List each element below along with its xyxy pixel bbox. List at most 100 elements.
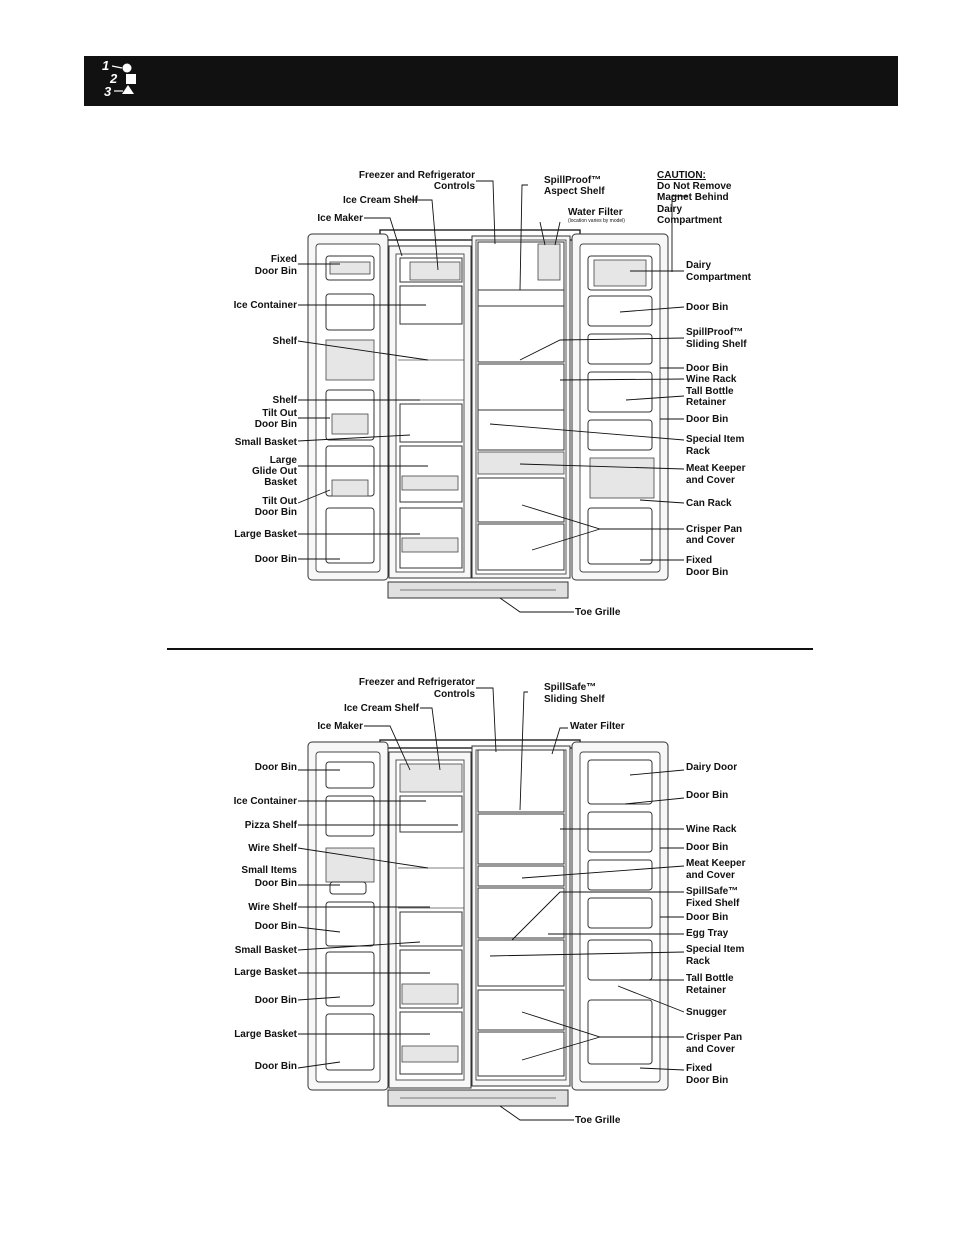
label-tall-bottle-b-2: Retainer bbox=[686, 985, 726, 996]
svg-text:1: 1 bbox=[102, 58, 109, 73]
label-can-rack: Can Rack bbox=[686, 498, 732, 509]
label-small-basket-b: Small Basket bbox=[235, 945, 298, 956]
label-tilt-out-2: Tilt Out bbox=[262, 496, 297, 507]
label-wire-shelf-1: Wire Shelf bbox=[248, 843, 297, 854]
label-large-glide-3: Basket bbox=[264, 477, 297, 488]
label-door-bin-2: Door Bin bbox=[255, 921, 297, 932]
label-door-bin-r3b: Door Bin bbox=[686, 912, 728, 923]
label-tall-bottle: Tall Bottle bbox=[686, 386, 734, 397]
label-spillproof-aspect: SpillProof™ bbox=[544, 175, 601, 186]
label-door-bin-r2b: Door Bin bbox=[686, 842, 728, 853]
label-ice-cream-shelf-b: Ice Cream Shelf bbox=[344, 703, 420, 714]
label-door-bin-4: Door Bin bbox=[255, 1061, 297, 1072]
label-door-bin-r1b: Door Bin bbox=[686, 790, 728, 801]
label-caution: CAUTION: bbox=[657, 170, 706, 181]
label-large-basket-1: Large Basket bbox=[234, 967, 297, 978]
label-spillproof-aspect-2: Aspect Shelf bbox=[544, 186, 605, 197]
label-spillproof-sliding-2: Sliding Shelf bbox=[686, 339, 747, 350]
label-dairy-compartment: Dairy bbox=[686, 260, 711, 271]
label-door-bin-3: Door Bin bbox=[255, 995, 297, 1006]
label-spillsafe-fixed: SpillSafe™ bbox=[686, 886, 738, 897]
label-tilt-out-1b: Door Bin bbox=[255, 419, 297, 430]
label-crisper-2: and Cover bbox=[686, 535, 735, 546]
label-ice-container-b: Ice Container bbox=[234, 796, 297, 807]
label-tall-bottle-b: Tall Bottle bbox=[686, 973, 734, 984]
label-meat-keeper: Meat Keeper bbox=[686, 463, 746, 474]
label-shelf-2: Shelf bbox=[273, 395, 298, 406]
label-large-basket-2: Large Basket bbox=[234, 1029, 297, 1040]
label-tilt-out-1: Tilt Out bbox=[262, 408, 297, 419]
label-caution-2: Do Not Remove bbox=[657, 181, 732, 192]
label-ice-maker-b: Ice Maker bbox=[317, 721, 363, 732]
label-small-basket: Small Basket bbox=[235, 437, 298, 448]
fridge-drawing-2 bbox=[307, 739, 669, 1107]
label-fixed-door-bin-2: Door Bin bbox=[255, 266, 297, 277]
label-meat-keeper-2: and Cover bbox=[686, 475, 735, 486]
leader-lines-1 bbox=[297, 180, 688, 613]
label-water-filter-b: Water Filter bbox=[570, 721, 625, 732]
label-fixed-door-bin: Fixed bbox=[271, 254, 297, 265]
label-special-item-b: Special Item bbox=[686, 944, 744, 955]
refrigerator-diagram-2: Freezer and Refrigerator Controls SpillS… bbox=[234, 677, 746, 1126]
label-meat-keeper-b-2: and Cover bbox=[686, 870, 735, 881]
label-meat-keeper-b: Meat Keeper bbox=[686, 858, 746, 869]
label-wire-shelf-2: Wire Shelf bbox=[248, 902, 297, 913]
label-door-bin-r3: Door Bin bbox=[686, 414, 728, 425]
label-crisper-b: Crisper Pan bbox=[686, 1032, 742, 1043]
label-toe-grille-b: Toe Grille bbox=[575, 1115, 621, 1126]
label-fixed-door-bin-r-2: Door Bin bbox=[686, 567, 728, 578]
label-dairy-compartment-2: Compartment bbox=[686, 272, 752, 283]
label-large-glide-2: Glide Out bbox=[252, 466, 298, 477]
steps-logo-icon: 1 2 3 bbox=[102, 58, 136, 99]
label-spillproof-sliding: SpillProof™ bbox=[686, 327, 743, 338]
leader-lines-2 bbox=[297, 687, 685, 1121]
label-egg-tray: Egg Tray bbox=[686, 928, 729, 939]
label-controls-b-2: Controls bbox=[434, 689, 476, 700]
svg-text:2: 2 bbox=[109, 71, 118, 86]
label-large-glide: Large bbox=[270, 455, 298, 466]
labels-1: Freezer and Refrigerator Controls SpillP… bbox=[234, 170, 752, 618]
label-door-bin-1: Door Bin bbox=[255, 762, 297, 773]
label-small-items: Small Items bbox=[241, 865, 297, 876]
label-ice-cream-shelf: Ice Cream Shelf bbox=[343, 195, 419, 206]
label-tilt-out-2b: Door Bin bbox=[255, 507, 297, 518]
section-header-bar: 1 2 3 bbox=[84, 56, 898, 106]
label-crisper: Crisper Pan bbox=[686, 524, 742, 535]
label-pizza-shelf: Pizza Shelf bbox=[245, 820, 298, 831]
label-special-item: Special Item bbox=[686, 434, 744, 445]
label-wine-rack: Wine Rack bbox=[686, 374, 737, 385]
label-controls-2: Controls bbox=[434, 181, 476, 192]
label-caution-5: Compartment bbox=[657, 215, 723, 226]
label-controls-b: Freezer and Refrigerator bbox=[359, 677, 475, 688]
refrigerator-diagram-1: Freezer and Refrigerator Controls SpillP… bbox=[234, 170, 752, 618]
label-wine-rack-b: Wine Rack bbox=[686, 824, 737, 835]
label-special-item-2: Rack bbox=[686, 446, 710, 457]
label-small-items-2: Door Bin bbox=[255, 878, 297, 889]
label-controls: Freezer and Refrigerator bbox=[359, 170, 475, 181]
label-fixed-door-bin-b-2: Door Bin bbox=[686, 1075, 728, 1086]
section-divider bbox=[167, 648, 813, 650]
label-fixed-door-bin-r: Fixed bbox=[686, 555, 712, 566]
label-door-bin-r1: Door Bin bbox=[686, 302, 728, 313]
label-shelf-1: Shelf bbox=[273, 336, 298, 347]
label-water-filter-note: (location varies by model) bbox=[568, 218, 625, 224]
label-toe-grille: Toe Grille bbox=[575, 607, 621, 618]
label-tall-bottle-2: Retainer bbox=[686, 397, 726, 408]
label-large-basket: Large Basket bbox=[234, 529, 297, 540]
label-dairy-door: Dairy Door bbox=[686, 762, 737, 773]
label-ice-container: Ice Container bbox=[234, 300, 297, 311]
label-door-bin-left: Door Bin bbox=[255, 554, 297, 565]
label-crisper-b-2: and Cover bbox=[686, 1044, 735, 1055]
label-spillsafe-fixed-2: Fixed Shelf bbox=[686, 898, 740, 909]
labels-2: Freezer and Refrigerator Controls SpillS… bbox=[234, 677, 746, 1126]
label-door-bin-r2: Door Bin bbox=[686, 363, 728, 374]
fridge-drawing-1 bbox=[307, 229, 669, 599]
svg-text:3: 3 bbox=[104, 84, 112, 99]
label-spillsafe-sliding-2: Sliding Shelf bbox=[544, 694, 605, 705]
label-snugger: Snugger bbox=[686, 1007, 727, 1018]
label-spillsafe-sliding: SpillSafe™ bbox=[544, 682, 596, 693]
label-fixed-door-bin-b: Fixed bbox=[686, 1063, 712, 1074]
label-caution-4: Dairy bbox=[657, 204, 682, 215]
label-caution-3: Magnet Behind bbox=[657, 192, 729, 203]
label-water-filter: Water Filter bbox=[568, 207, 623, 218]
